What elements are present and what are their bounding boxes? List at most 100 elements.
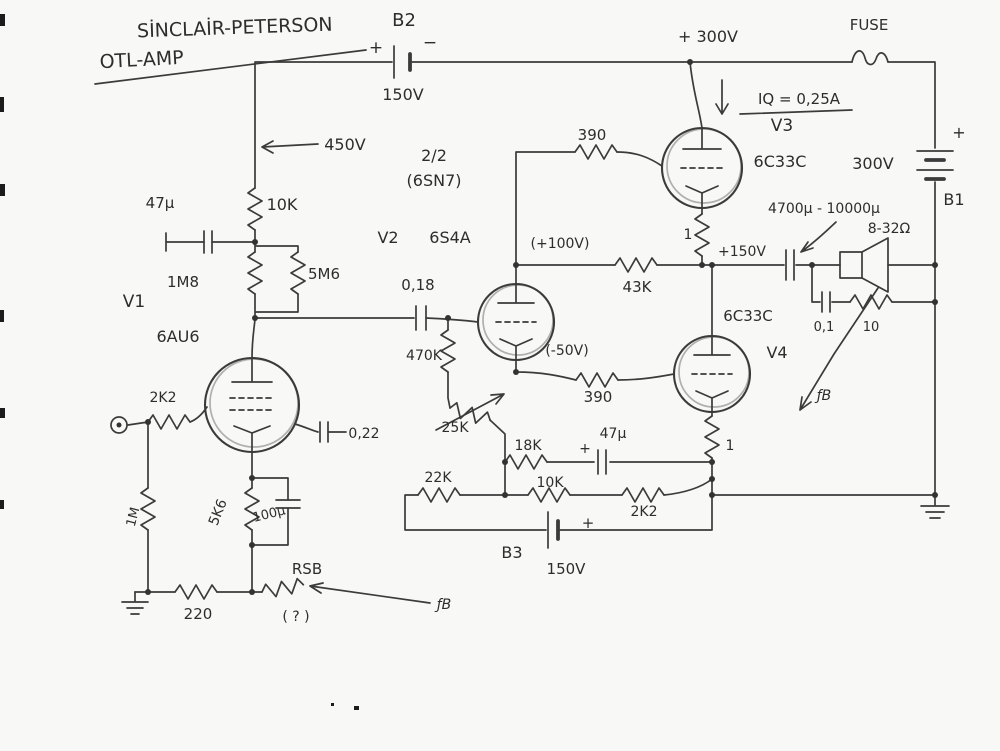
r390-v4-label: 390 (584, 388, 613, 406)
rail-300v-label: + 300V (678, 27, 738, 46)
ground-right-icon (920, 494, 950, 519)
input-jack (110, 416, 128, 434)
c018-label: 0,18 (401, 276, 434, 294)
tube-v1 (203, 356, 301, 454)
v3-type-label: 6C33C (754, 152, 807, 171)
r470k-label: 470K (406, 348, 443, 364)
capacitor-47u-mid (597, 449, 607, 475)
feedback-left-label: ƒB (434, 597, 452, 613)
b2-plus: + (369, 38, 383, 58)
resistor-470k (440, 329, 456, 373)
resistor-18k (504, 454, 548, 470)
b2-voltage: 150V (382, 85, 424, 104)
resistor-rsb (261, 577, 305, 598)
resistor-5k6 (244, 487, 260, 531)
r1-v3-label: 1 (684, 227, 693, 243)
r2k2-bias-label: 2K2 (631, 504, 658, 520)
b2-minus: − (423, 33, 437, 53)
b1-plus: + (952, 123, 965, 142)
resistor-1m (140, 487, 156, 531)
c47u-top-label: 47μ (146, 194, 175, 212)
speaker-impedance-label: 8-32Ω (868, 221, 911, 237)
r390-v3-label: 390 (578, 126, 607, 144)
resistor-1ohm-v4 (704, 415, 720, 459)
capacitor-output (785, 249, 795, 281)
resistor-10k-bias (527, 487, 571, 503)
v1-id-label: V1 (123, 292, 145, 312)
resistor-2k2-input (147, 414, 191, 430)
title-line-2: OTL-AMP (99, 47, 184, 73)
resistor-10-zobel (849, 294, 893, 310)
battery-b1 (916, 150, 954, 181)
r22k-label: 22K (425, 470, 453, 486)
c022-label: 0,22 (348, 426, 379, 442)
fuse-label: FUSE (850, 16, 889, 34)
feedback-right-label: ƒB (814, 388, 832, 404)
title-block (94, 49, 367, 85)
r1m-label: 1M (124, 506, 144, 529)
r10k-bias-label: 10K (537, 475, 565, 491)
v4-type-label: 6C33C (723, 307, 773, 325)
node-100v-label: (+100V) (531, 236, 590, 252)
resistor-390-v3 (574, 144, 618, 160)
b3-label: B3 (501, 543, 522, 562)
capacitor-100u (275, 499, 301, 509)
c100u-label: 100μ (251, 503, 287, 526)
circuit-wires (127, 61, 936, 593)
title-line-1: SİNCLAİR-PETERSON (137, 13, 333, 43)
resistor-1m8 (247, 251, 263, 295)
node-150v-label: +150V (718, 244, 766, 260)
output-cap-label: 4700μ - 10000μ (768, 201, 880, 217)
node-m50-label: (-50V) (545, 343, 588, 359)
tube-v2 (476, 282, 556, 362)
r220-label: 220 (184, 605, 213, 623)
r1m8-label: 1M8 (167, 273, 199, 291)
arrow-feedback-right (799, 287, 879, 411)
iq-label: IQ = 0,25A (758, 90, 841, 108)
arrow-output-cap-callout (800, 221, 837, 253)
capacitor-018 (415, 305, 427, 331)
node-450v-label: 450V (324, 135, 366, 154)
b1-voltage-label: 300V (852, 154, 894, 173)
r2k2-input-label: 2K2 (150, 390, 177, 406)
b3-voltage: 150V (547, 560, 587, 578)
resistor-43k (614, 257, 658, 273)
b3-plus: + (582, 514, 595, 532)
r43k-label: 43K (623, 278, 653, 296)
potentiometer-25k (449, 401, 492, 425)
title-underline (94, 49, 367, 85)
arrow-450v (261, 140, 319, 154)
b1-label: B1 (943, 190, 964, 209)
b2-label: B2 (392, 10, 416, 31)
capacitor-022 (319, 421, 329, 443)
fuse-symbol (851, 50, 889, 66)
r10k-plate-label: 10K (267, 195, 298, 214)
tube-v4 (672, 334, 752, 414)
r1-v4-label: 1 (726, 438, 735, 454)
v2-half-label: 2/2 (421, 146, 447, 165)
arrow-pot-wiper (435, 393, 505, 431)
v1-type-label: 6AU6 (156, 327, 199, 346)
tube-v3 (660, 126, 744, 210)
battery-b3 (547, 511, 560, 549)
resistor-5m6 (290, 251, 306, 295)
v4-id-label: V4 (766, 343, 787, 362)
resistor-1ohm-v3 (694, 213, 710, 257)
resistor-22k (417, 487, 461, 503)
battery-b2 (393, 45, 412, 79)
v2-alt-label: (6SN7) (407, 171, 462, 190)
zobel-res-label: 10 (863, 320, 880, 335)
arrow-feedback-left (309, 582, 431, 604)
c47u-mid-plus: + (579, 441, 591, 457)
r18k-label: 18K (515, 438, 543, 454)
junction-dots (145, 59, 938, 595)
rsb-note-label: ( ? ) (282, 609, 309, 625)
r5m6-label: 5M6 (308, 265, 340, 283)
ground-left-icon (121, 591, 149, 615)
c47u-mid-label: 47μ (600, 426, 627, 442)
resistor-10k-plate (247, 187, 263, 231)
resistor-2k2-bias (621, 487, 665, 503)
speaker-symbol (839, 237, 889, 293)
